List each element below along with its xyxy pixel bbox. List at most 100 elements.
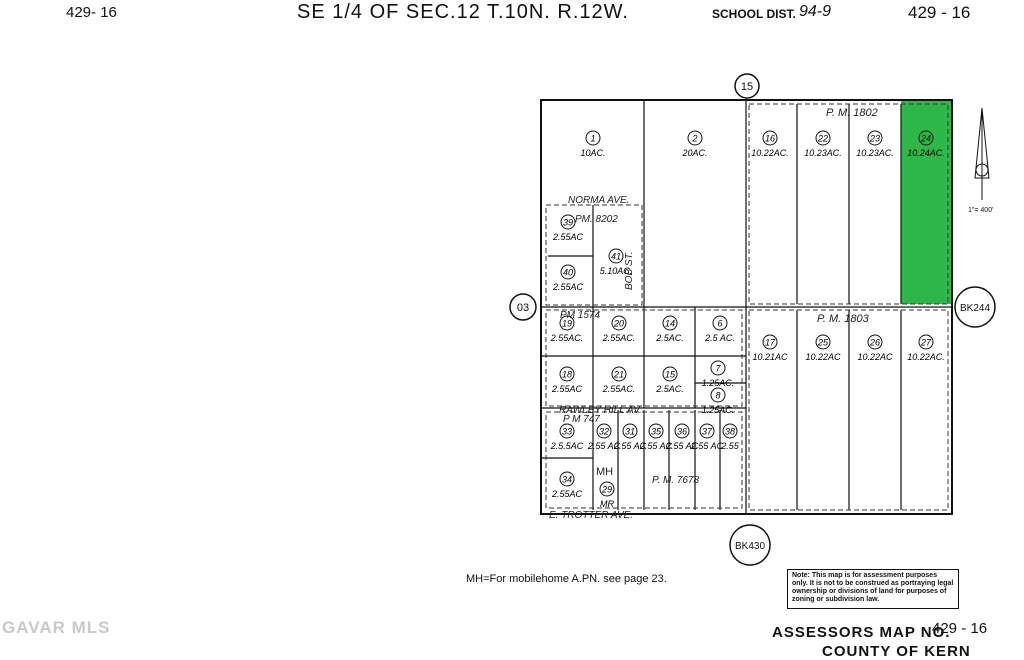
parcel-38[interactable]: 382.55 — [720, 423, 740, 451]
parcel-number: 34 — [562, 475, 572, 485]
parcel-number-circle — [599, 481, 615, 497]
parcel-area: 10AC. — [580, 148, 605, 158]
pm-1802-label: P. M. 1802 — [826, 107, 878, 119]
parcel-number-circle — [585, 130, 601, 146]
parcel-14[interactable]: 14 2.5AC. — [655, 315, 684, 343]
bob-st-label: BOB ST. — [624, 251, 635, 290]
parcel-area: 2.55AC. — [602, 333, 636, 343]
parcel-area: 2.5AC. — [655, 333, 684, 343]
parcel-number-circle — [674, 423, 690, 439]
parcel-number-circle — [662, 366, 678, 382]
parcel-32[interactable]: 322.55 AC — [587, 423, 621, 451]
parcel-21[interactable]: 212.55AC. — [602, 366, 636, 394]
parcel-area: 1.25AC. — [702, 378, 735, 388]
parcel-number: 41 — [611, 252, 621, 262]
scale-label: 1"= 400' — [968, 207, 993, 214]
pm-1574-label: PM 1574 — [560, 310, 600, 321]
pm-1803-label: P. M. 1803 — [817, 313, 870, 325]
mh-label: MH — [596, 466, 613, 478]
parcel-31[interactable]: 312.55 AC — [613, 423, 647, 451]
pm-747-label: P M 747 — [563, 414, 600, 425]
parcel-18[interactable]: 182.55AC — [551, 366, 583, 394]
parcel-17[interactable]: 17 10.21AC — [752, 334, 788, 362]
parcel-number: 7 — [715, 364, 721, 374]
parcel-number-circle — [699, 423, 715, 439]
parcel-area: 2.55 AC — [639, 441, 673, 451]
parcel-area: 1.25AC. — [702, 405, 735, 415]
parcel-area: 10.23AC. — [804, 148, 842, 158]
parcel-number: 31 — [625, 427, 635, 437]
pm-7678-label: P. M. 7678 — [652, 475, 700, 486]
parcel-8[interactable]: 8 1.25AC. — [702, 387, 735, 415]
parcel-area: 2.55 — [720, 441, 740, 451]
pm-8202-label: PM. 8202 — [575, 214, 618, 225]
parcel-number: 17 — [765, 338, 776, 348]
parcel-number: 16 — [765, 134, 775, 144]
parcel-area: 2.55AC. — [550, 333, 584, 343]
parcel-number: 35 — [651, 427, 662, 437]
north-arrow-icon — [974, 107, 990, 200]
right-map-number: 429 - 16 — [908, 3, 971, 22]
parcel-number: 14 — [665, 319, 675, 329]
parcel-34[interactable]: 342.55AC — [551, 471, 583, 499]
school-district-value: 94-9 — [799, 3, 832, 20]
school-district-label: SCHOOL DIST. — [712, 7, 796, 21]
parcel-number: 29 — [601, 485, 612, 495]
parcel-37[interactable]: 372.55 AC — [690, 423, 724, 451]
parcel-number-circle — [648, 423, 664, 439]
parcel-41[interactable]: 415.10AC. — [600, 248, 633, 276]
parcel-16[interactable]: 16 10.22AC. — [751, 130, 789, 158]
parcel-number-circle — [559, 315, 575, 331]
parcel-number: 25 — [817, 338, 829, 348]
parcel-33[interactable]: 332.5.5AC — [550, 423, 584, 451]
parcel-area: 2.5 AC. — [704, 333, 735, 343]
parcel-area: 2.55AC — [552, 232, 584, 242]
parcel-number: 26 — [869, 338, 880, 348]
parcel-number-circle — [867, 130, 883, 146]
parcel-36[interactable]: 362.55 AC — [665, 423, 699, 451]
parcel-area: 10.22AC. — [907, 352, 945, 362]
parcel-7[interactable]: 7 1.25AC. — [702, 360, 735, 388]
parcel-number: 18 — [562, 370, 572, 380]
parcel-number: 19 — [562, 319, 572, 329]
parcel-number-circle — [559, 471, 575, 487]
parcel-number-circle — [710, 360, 726, 376]
parcel-number-circle — [710, 387, 726, 403]
parcel-39[interactable]: 392.55AC — [552, 214, 584, 242]
parcel-number: 8 — [715, 391, 720, 401]
parcel-area: 2.5.5AC — [550, 441, 584, 451]
parcel-15[interactable]: 152.5AC. — [655, 366, 684, 394]
parcel-area: 10.22AC. — [751, 148, 789, 158]
trotter-ave-label: E. TROTTER AVE. — [549, 510, 633, 521]
parcel-35[interactable]: 35 2.55 AC — [639, 423, 673, 451]
parcel-number-circle — [608, 248, 624, 264]
assessors-map-label: ASSESSORS MAP NO. — [772, 624, 951, 641]
map-title: SE 1/4 OF SEC.12 T.10N. R.12W. — [297, 1, 629, 23]
mobilehome-note: MH=For mobilehome A.PN. see page 23. — [466, 573, 667, 585]
assessors-map-number: 429 - 16 — [932, 620, 988, 637]
parcel-40[interactable]: 402.55AC — [552, 264, 584, 292]
parcel-6[interactable]: 62.5 AC. — [704, 315, 735, 343]
parcel-number: 23 — [869, 134, 880, 144]
parcel-19[interactable]: 19 2.55AC. — [550, 315, 584, 343]
parcel-area: 10.21AC — [752, 352, 788, 362]
parcel-number: 15 — [665, 370, 676, 380]
subdivision-dashed-lines — [545, 103, 949, 511]
left-map-number: 429- 16 — [66, 4, 117, 21]
circle-right-label: BK244 — [960, 303, 990, 314]
parcel-area: 2.55 AC — [690, 441, 724, 451]
parcel-number-circle — [918, 130, 934, 146]
parcel-23[interactable]: 23 10.23AC. — [856, 130, 894, 158]
parcel-area: 10.23AC. — [856, 148, 894, 158]
parcel-20[interactable]: 202.55AC. — [602, 315, 636, 343]
